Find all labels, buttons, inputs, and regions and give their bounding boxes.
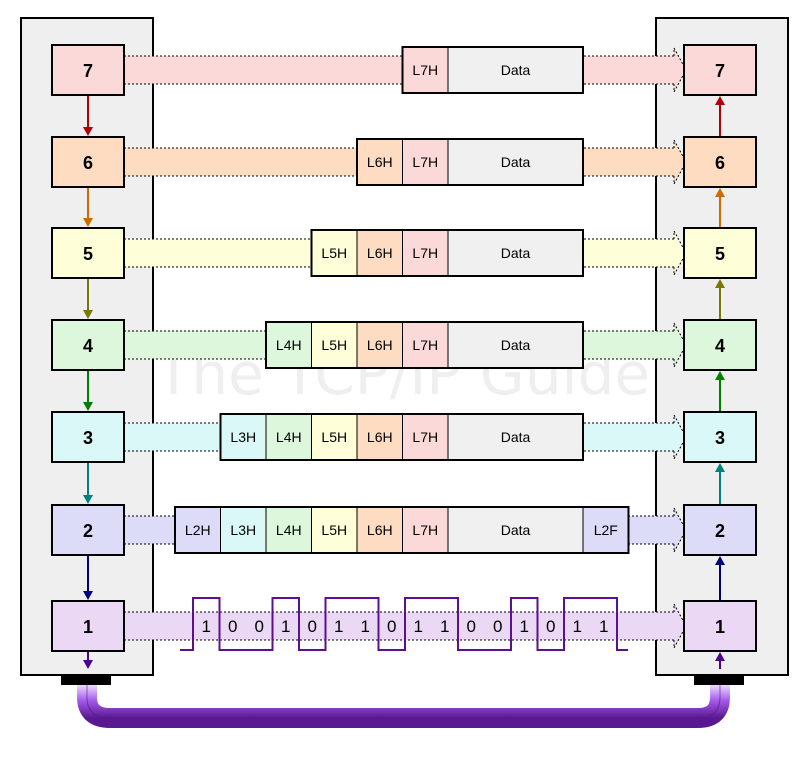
sender-connector xyxy=(61,676,111,685)
bit-2: 0 xyxy=(255,617,264,636)
bit-4: 0 xyxy=(308,617,317,636)
header-l4h: L4H xyxy=(276,522,302,538)
bit-8: 1 xyxy=(414,617,423,636)
layer-4-packet: L4H L5H L6H L7H Data xyxy=(265,321,584,369)
sender-layer-1-box: 1 xyxy=(51,600,125,652)
receiver-layer-1-label: 1 xyxy=(715,617,725,637)
header-l4h: L4H xyxy=(276,337,302,353)
trailer-l2f: L2F xyxy=(594,522,618,538)
receiver-layer-1-box: 1 xyxy=(683,600,757,652)
header-l7h: L7H xyxy=(412,245,438,261)
receiver-layer-5-box: 5 xyxy=(683,227,757,279)
receiver-up-arrow-5 xyxy=(715,279,725,319)
sender-down-arrow-7 xyxy=(83,96,93,136)
layer-7-packet: L7H Data xyxy=(401,46,584,94)
receiver-up-arrow-4 xyxy=(715,371,725,411)
payload-data: Data xyxy=(501,62,531,78)
receiver-layer-2-box: 2 xyxy=(683,504,757,556)
sender-layer-4-box: 4 xyxy=(51,319,125,371)
header-l2h: L2H xyxy=(185,522,211,538)
header-l6h: L6H xyxy=(367,337,393,353)
sender-down-arrow-5 xyxy=(83,279,93,319)
header-l6h: L6H xyxy=(367,522,393,538)
header-l6h: L6H xyxy=(367,154,393,170)
header-l5h: L5H xyxy=(321,522,347,538)
sender-down-arrow-3 xyxy=(83,463,93,504)
sender-layer-3-box: 3 xyxy=(51,411,125,463)
receiver-connector xyxy=(694,676,744,685)
header-l5h: L5H xyxy=(321,337,347,353)
receiver-layer-3-label: 3 xyxy=(715,428,725,448)
payload-data: Data xyxy=(501,154,531,170)
receiver-layer-5-label: 5 xyxy=(715,244,725,264)
receiver-layer-7-label: 7 xyxy=(715,61,725,81)
receiver-up-arrow-6 xyxy=(715,188,725,227)
layer-6-packet: L6H L7H Data xyxy=(356,138,584,186)
bit-5: 1 xyxy=(334,617,343,636)
bit-7: 0 xyxy=(387,617,396,636)
header-l7h: L7H xyxy=(412,62,438,78)
header-l6h: L6H xyxy=(367,429,393,445)
payload-data: Data xyxy=(501,429,531,445)
bit-13: 0 xyxy=(546,617,555,636)
bit-10: 0 xyxy=(467,617,476,636)
sender-layer-7-box: 7 xyxy=(51,44,125,96)
header-l3h: L3H xyxy=(230,429,256,445)
receiver-layer-2-label: 2 xyxy=(715,521,725,541)
sender-layer-5-box: 5 xyxy=(51,227,125,279)
sender-down-arrow-4 xyxy=(83,371,93,411)
bit-1: 0 xyxy=(228,617,237,636)
sender-layer-6-label: 6 xyxy=(83,153,93,173)
layer-5-packet: L5H L6H L7H Data xyxy=(310,229,584,277)
bit-15: 1 xyxy=(599,617,608,636)
bit-14: 1 xyxy=(573,617,582,636)
bit-11: 0 xyxy=(493,617,502,636)
sender-down-arrow-6 xyxy=(83,188,93,227)
sender-layer-6-box: 6 xyxy=(51,136,125,188)
receiver-up-arrow-1 xyxy=(715,652,725,669)
sender-layer-4-label: 4 xyxy=(83,336,93,356)
bit-6: 1 xyxy=(361,617,370,636)
header-l4h: L4H xyxy=(276,429,302,445)
receiver-layer-3-box: 3 xyxy=(683,411,757,463)
payload-data: Data xyxy=(501,522,531,538)
bit-0: 1 xyxy=(202,617,211,636)
header-l6h: L6H xyxy=(367,245,393,261)
payload-data: Data xyxy=(501,245,531,261)
header-l7h: L7H xyxy=(412,337,438,353)
layer-3-packet: L3H L4H L5H L6H L7H Data xyxy=(219,413,584,461)
sender-layer-1-label: 1 xyxy=(83,617,93,637)
header-l7h: L7H xyxy=(412,429,438,445)
receiver-layer-7-box: 7 xyxy=(683,44,757,96)
receiver-up-arrow-3 xyxy=(715,463,725,504)
bit-9: 1 xyxy=(440,617,449,636)
header-l3h: L3H xyxy=(230,522,256,538)
header-l7h: L7H xyxy=(412,154,438,170)
sender-layer-5-label: 5 xyxy=(83,244,93,264)
physical-cable xyxy=(61,676,744,728)
sender-down-arrow-1 xyxy=(83,652,93,669)
receiver-layer-4-label: 4 xyxy=(715,336,725,356)
header-l5h: L5H xyxy=(321,429,347,445)
sender-layer-2-label: 2 xyxy=(83,521,93,541)
header-l5h: L5H xyxy=(321,245,347,261)
receiver-up-arrow-2 xyxy=(715,556,725,600)
layer-1-peer-arrow xyxy=(124,603,687,649)
sender-layer-2-box: 2 xyxy=(51,504,125,556)
layer-2-packet: L2H L3H L4H L5H L6H L7H Data L2F xyxy=(174,506,630,554)
receiver-layer-6-label: 6 xyxy=(715,153,725,173)
bit-3: 1 xyxy=(281,617,290,636)
receiver-layer-4-box: 4 xyxy=(683,319,757,371)
sender-layer-3-label: 3 xyxy=(83,428,93,448)
header-l7h: L7H xyxy=(412,522,438,538)
sender-down-arrow-2 xyxy=(83,556,93,600)
payload-data: Data xyxy=(501,337,531,353)
sender-layer-7-label: 7 xyxy=(83,61,93,81)
bit-12: 1 xyxy=(520,617,529,636)
receiver-up-arrow-7 xyxy=(715,96,725,136)
receiver-layer-6-box: 6 xyxy=(683,136,757,188)
